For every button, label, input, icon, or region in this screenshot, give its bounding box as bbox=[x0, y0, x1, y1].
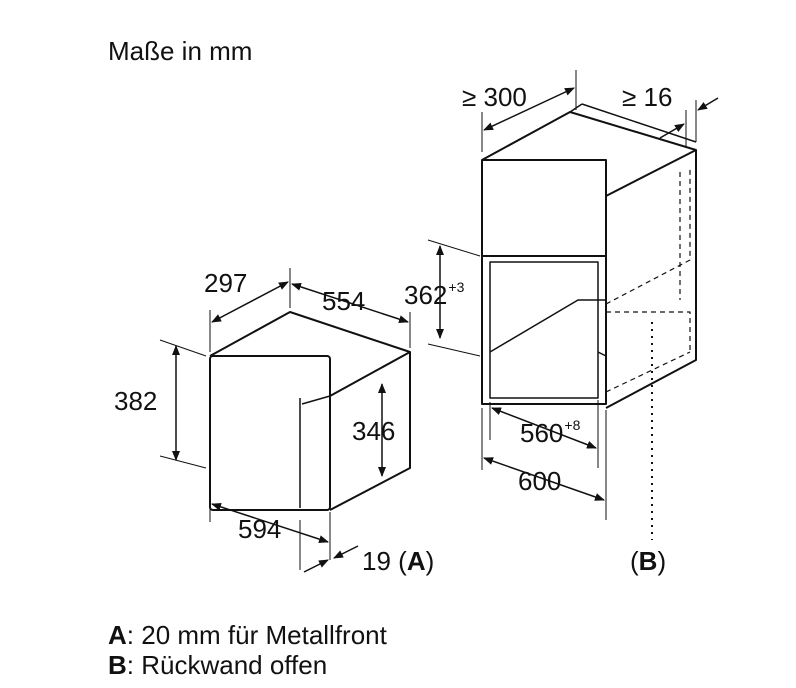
front-ref-label: A bbox=[406, 546, 426, 576]
oven-side-face bbox=[329, 352, 411, 511]
cabinet-upper-front bbox=[481, 159, 607, 257]
dim-oven-depth: 297 bbox=[204, 268, 248, 298]
dim-oven-inner-height: 346 bbox=[352, 416, 396, 446]
dim-cabinet-side: ≥ 16 bbox=[622, 82, 673, 112]
cabinet-niche-inner bbox=[489, 261, 599, 399]
oven-top-face bbox=[209, 311, 411, 397]
dim-cabinet-depth: ≥ 300 bbox=[462, 82, 527, 112]
microwave-drawing bbox=[209, 311, 411, 511]
cabinet-drawing bbox=[481, 103, 697, 540]
legend-a-key: A bbox=[108, 620, 127, 650]
cabinet-hidden-back bbox=[605, 168, 691, 305]
legend-b-key: B bbox=[108, 650, 127, 680]
cabinet-niche-front bbox=[481, 255, 607, 405]
dimension-lines bbox=[159, 70, 719, 573]
oven-front-face bbox=[209, 355, 331, 511]
legend-b-text: : Rückwand offen bbox=[126, 650, 328, 680]
dim-oven-height: 382 bbox=[114, 386, 158, 416]
back-ref-label: B bbox=[638, 546, 658, 576]
legend-a: A: 20 mm für Metallfront bbox=[108, 620, 387, 651]
legend-b: B: Rückwand offen bbox=[108, 650, 327, 681]
cabinet-top bbox=[481, 111, 697, 197]
cabinet-right-side bbox=[605, 150, 697, 409]
units-title: Maße in mm bbox=[108, 36, 253, 66]
dim-cabinet-width: 600 bbox=[518, 466, 562, 496]
legend-a-text: : 20 mm für Metallfront bbox=[126, 620, 387, 650]
niche-width-tolerance: +8 bbox=[564, 417, 581, 433]
niche-height-value: 362 bbox=[404, 280, 448, 310]
back-ref: (B) bbox=[630, 546, 667, 576]
dim-niche-height: 362+3 bbox=[404, 280, 464, 308]
dim-oven-width-top: 554 bbox=[322, 286, 366, 316]
niche-height-tolerance: +3 bbox=[448, 279, 465, 295]
dim-niche-width: 560+8 bbox=[520, 418, 580, 446]
dim-oven-width-bottom: 594 bbox=[238, 514, 282, 544]
front-thickness-value: 19 bbox=[362, 546, 391, 576]
dim-front-thickness: 19 (A) bbox=[362, 546, 435, 576]
niche-width-value: 560 bbox=[520, 418, 564, 448]
